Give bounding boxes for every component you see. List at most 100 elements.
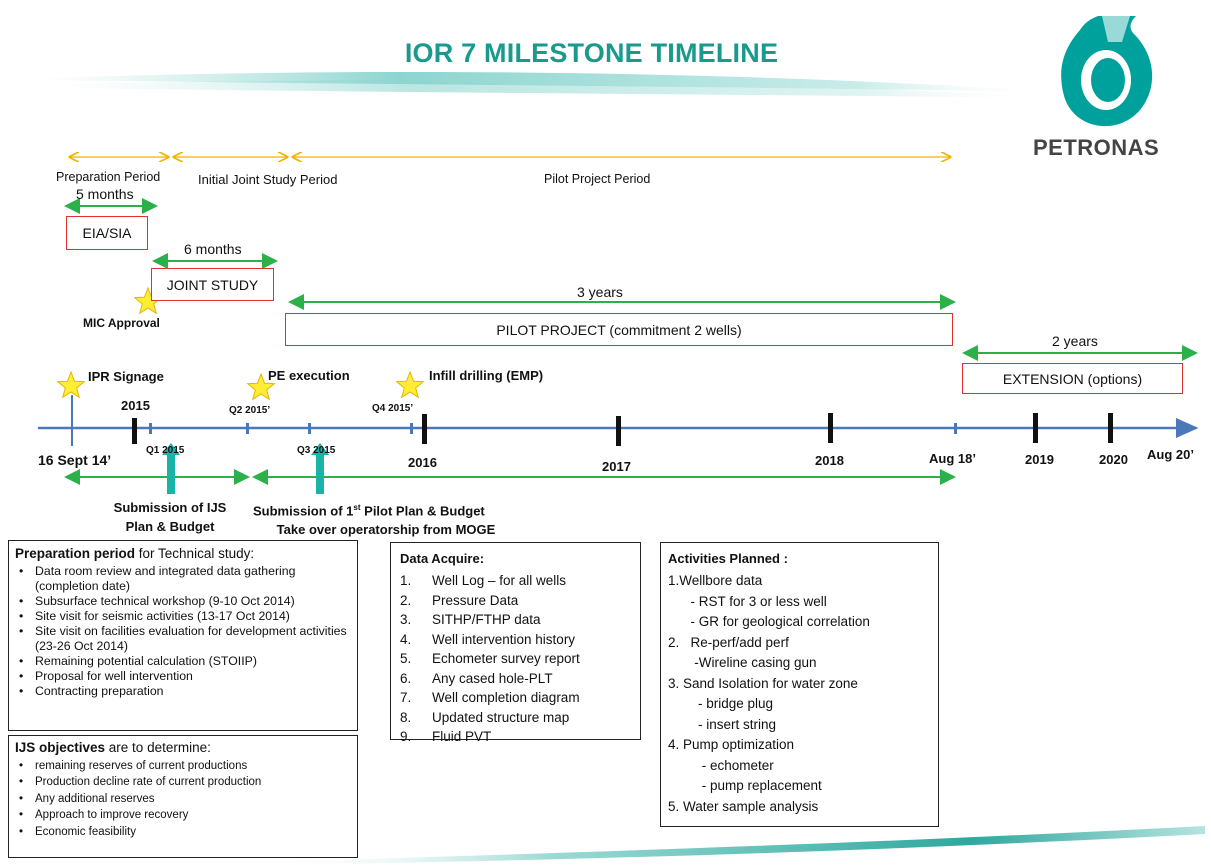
list-item: Proposal for well intervention xyxy=(19,669,351,684)
tick-q3 xyxy=(308,423,311,434)
label-2017: 2017 xyxy=(602,459,631,474)
list-item: Subsurface technical workshop (9-10 Oct … xyxy=(19,594,351,609)
prep-panel-heading-rest: for Technical study: xyxy=(135,546,255,561)
list-item: remaining reserves of current production… xyxy=(19,758,351,775)
pilot-project-period-label: Pilot Project Period xyxy=(544,172,651,186)
petronas-logo-icon xyxy=(1061,16,1153,127)
extension-box: EXTENSION (options) xyxy=(962,363,1183,394)
list-item: Contracting preparation xyxy=(19,684,351,699)
infill-drilling-label: Infill drilling (EMP) xyxy=(429,368,544,383)
pilot-submission-pre: Submission of 1 xyxy=(253,503,354,519)
mic-approval-label: MIC Approval xyxy=(83,316,160,330)
list-item: 6.Any cased hole-PLT xyxy=(400,670,553,686)
list-item: Any additional reserves xyxy=(19,791,351,808)
label-2019: 2019 xyxy=(1025,452,1054,467)
ijs-submission-line2: Plan & Budget xyxy=(125,519,215,534)
page-title: IOR 7 MILESTONE TIMELINE xyxy=(404,38,779,68)
eia-sia-box: EIA/SIA xyxy=(66,216,148,250)
label-q3-2015: Q3 2015 xyxy=(297,445,336,456)
tick-q2 xyxy=(246,423,249,434)
label-2015: 2015 xyxy=(121,398,150,413)
list-item: - echometer xyxy=(668,757,774,773)
ijs-objectives-panel: IJS objectives are to determine: remaini… xyxy=(8,735,358,858)
takeover-operatorship-label: Take over operatorship from MOGE xyxy=(276,522,496,538)
list-item: 4. Pump optimization xyxy=(668,737,795,752)
pilot-submission-sup: st xyxy=(353,503,361,512)
preparation-period-label: Preparation Period xyxy=(56,170,161,184)
tick-2019 xyxy=(1033,413,1038,443)
ijs-submission-label: Submission of IJS Plan & Budget xyxy=(108,498,232,536)
list-item: -Wireline casing gun xyxy=(668,655,817,670)
bottom-swoosh xyxy=(270,826,1205,865)
list-item: Site visit on facilities evaluation for … xyxy=(19,624,351,654)
list-item: 3.SITHP/FTHP data xyxy=(400,612,541,627)
label-2018: 2018 xyxy=(815,453,844,468)
list-item: 2. Re-perf/add perf xyxy=(668,634,789,650)
ijs-panel-heading-bold: IJS objectives xyxy=(15,740,106,755)
activities-planned-panel: Activities Planned : 1.Wellbore data - R… xyxy=(660,542,939,827)
activities-heading: Activities Planned : xyxy=(668,551,788,566)
infill-drilling-star-icon xyxy=(395,370,425,399)
list-item: 2.Pressure Data xyxy=(400,592,519,608)
list-item: 1.Wellbore data xyxy=(668,573,763,588)
tick-2016 xyxy=(422,414,427,444)
ijs-panel-heading-rest: are to determine: xyxy=(105,740,211,755)
list-item: - insert string xyxy=(668,716,777,732)
list-item: Production decline rate of current produ… xyxy=(19,774,351,791)
ijs-submission-up-arrow xyxy=(162,443,180,494)
list-item: 7.Well completion diagram xyxy=(400,690,580,705)
pe-execution-star-icon xyxy=(246,372,276,401)
list-item: Approach to improve recovery xyxy=(19,807,351,824)
prep-panel-heading-bold: Preparation period xyxy=(15,546,136,561)
ipr-signage-star-icon xyxy=(56,370,86,399)
ipr-signage-label: IPR Signage xyxy=(88,369,164,384)
tick-2017 xyxy=(616,416,621,446)
label-q4-2015: Q4 2015’ xyxy=(372,403,414,414)
list-item: 9.Fluid PVT xyxy=(400,729,492,744)
data-acquire-panel: Data Acquire: 1.Well Log – for all wells… xyxy=(390,542,641,744)
label-start-date: 16 Sept 14’ xyxy=(38,452,112,468)
pilot-project-box: PILOT PROJECT (commitment 2 wells) xyxy=(285,313,953,346)
list-item: - bridge plug xyxy=(668,696,774,711)
data-acquire-heading: Data Acquire: xyxy=(400,551,485,566)
five-months-label: 5 months xyxy=(76,186,134,202)
tick-aug20 xyxy=(1179,423,1182,434)
tick-2015 xyxy=(132,418,137,444)
two-years-label: 2 years xyxy=(1052,333,1098,349)
pe-execution-label: PE execution xyxy=(268,368,350,383)
list-item: Site visit for seismic activities (13-17… xyxy=(19,609,351,624)
label-aug-18: Aug 18’ xyxy=(929,451,976,466)
label-aug-20: Aug 20’ xyxy=(1147,447,1194,462)
ijs-submission-line1: Submission of IJS xyxy=(113,500,227,515)
list-item: 8.Updated structure map xyxy=(400,709,570,725)
prep-panel-list: Data room review and integrated data gat… xyxy=(15,564,351,699)
tick-2018 xyxy=(828,413,833,443)
label-2020: 2020 xyxy=(1099,452,1128,467)
tick-aug18 xyxy=(954,423,957,434)
list-item: - RST for 3 or less well xyxy=(668,593,827,609)
label-q1-2015: Q1 2015 xyxy=(146,445,185,456)
list-item: Remaining potential calculation (STOIIP) xyxy=(19,654,351,669)
label-2016: 2016 xyxy=(408,455,437,470)
logo-text: PETRONAS xyxy=(1033,135,1160,160)
pilot-submission-label: Submission of 1st Pilot Plan & Budget Ta… xyxy=(253,498,519,539)
pilot-submission-up-arrow xyxy=(311,443,329,494)
list-item: 4.Well intervention history xyxy=(400,631,576,647)
list-item: - GR for geological correlation xyxy=(668,614,870,629)
list-item: - pump replacement xyxy=(668,778,822,793)
joint-study-box: JOINT STUDY xyxy=(151,268,274,301)
ijs-panel-list: remaining reserves of current production… xyxy=(15,758,351,841)
pilot-submission-post: Pilot Plan & Budget xyxy=(360,503,485,519)
six-months-label: 6 months xyxy=(184,241,242,257)
label-q2-2015: Q2 2015’ xyxy=(229,405,271,416)
list-item: Economic feasibility xyxy=(19,824,351,841)
list-item: 1.Well Log – for all wells xyxy=(400,573,567,588)
list-item: 3. Sand Isolation for water zone xyxy=(668,675,858,691)
list-item: 5.Echometer survey report xyxy=(400,651,580,666)
tick-q1 xyxy=(149,423,152,434)
three-years-label: 3 years xyxy=(577,284,623,300)
tick-q4 xyxy=(410,423,413,434)
initial-joint-study-period-label: Initial Joint Study Period xyxy=(198,172,338,187)
preparation-period-panel: Preparation period for Technical study: … xyxy=(8,540,358,731)
